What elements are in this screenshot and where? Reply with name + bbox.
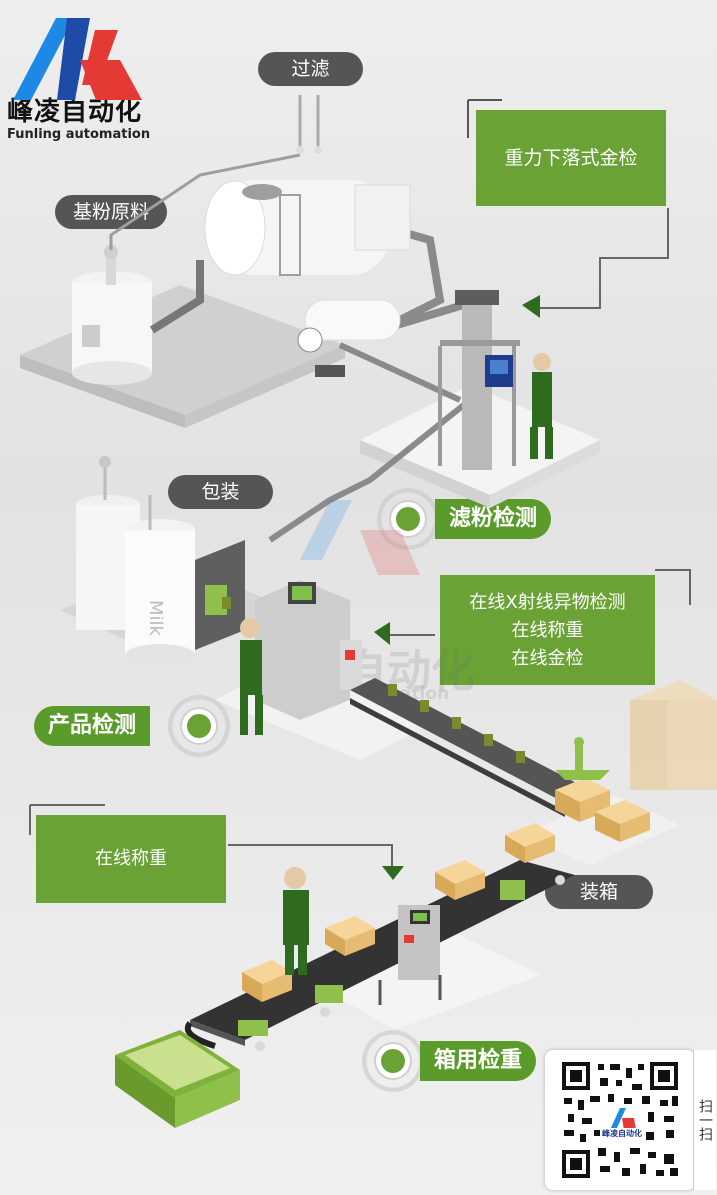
online-weigh-callout: 在线称重 xyxy=(36,815,226,903)
logo-icon xyxy=(13,18,142,100)
boxing-label: 装箱 xyxy=(545,875,653,909)
station-marker xyxy=(362,1030,424,1092)
packaging-label: 包装 xyxy=(168,475,273,509)
base-powder-label: 基粉原料 xyxy=(55,195,167,229)
station-marker xyxy=(377,488,439,550)
callout-line-metal: 在线金检 xyxy=(511,648,584,669)
brand-name-cn: 峰凌自动化 xyxy=(7,97,143,127)
arrow-left-icon xyxy=(522,295,540,318)
qr-code-icon xyxy=(560,1060,680,1180)
scan-tab[interactable]: 扫一扫 xyxy=(693,1050,716,1190)
product-inspection-station: 产品检测 xyxy=(34,706,151,746)
box-weigh-station: 箱用检重 xyxy=(420,1041,537,1081)
powder-inspection-station: 滤粉检测 xyxy=(435,499,552,539)
station-marker xyxy=(168,695,230,757)
product-inspection-callout: 在线X射线异物检测 在线称重 在线金检 xyxy=(440,575,655,685)
brand-name-en: Funling automation xyxy=(7,127,151,142)
callout-line-xray: 在线X射线异物检测 xyxy=(469,592,626,613)
callout-line-weigh: 在线称重 xyxy=(511,620,584,641)
arrow-down-icon xyxy=(382,866,404,880)
brand-logo: 峰凌自动化 Funling automation xyxy=(7,97,150,143)
gravity-metal-callout: 重力下落式金检 xyxy=(476,110,666,206)
arrow-left-icon xyxy=(374,622,390,645)
milk-tank-label: Milk xyxy=(145,600,166,637)
tank-platform xyxy=(20,285,345,415)
filter-label: 过滤 xyxy=(258,52,363,86)
qr-inner-label: 峰凌自动化 xyxy=(600,1128,644,1139)
